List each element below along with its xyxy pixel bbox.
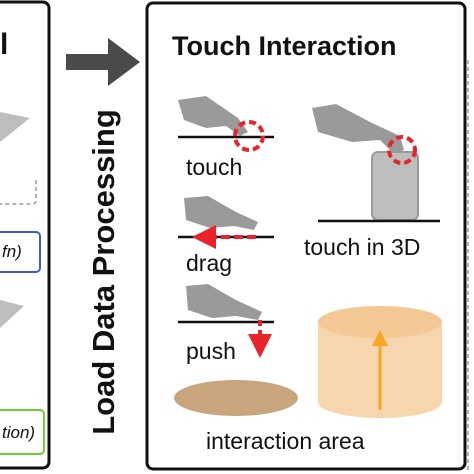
left-gray-wedge-mid bbox=[0, 300, 24, 328]
touch-3d-point-marker bbox=[387, 135, 417, 165]
touch-3d-label: touch in 3D bbox=[304, 234, 421, 260]
touch-panel-border bbox=[145, 1, 467, 471]
touch-3d-gesture bbox=[312, 104, 440, 223]
touch-panel-title: Touch Interaction bbox=[172, 31, 397, 61]
left-panel bbox=[0, 0, 51, 470]
interaction-area-disc bbox=[174, 380, 298, 416]
drag-label: drag bbox=[186, 250, 233, 276]
load-data-processing-label: Load Data Processing bbox=[86, 109, 121, 435]
hand-icon bbox=[186, 284, 262, 320]
left-gray-wedge-top bbox=[0, 112, 30, 142]
left-dashed-corner bbox=[0, 180, 37, 205]
push-label: push bbox=[186, 338, 236, 364]
left-blue-box-text: fn) bbox=[2, 242, 22, 261]
hand-icon bbox=[184, 196, 258, 230]
touch-label: touch bbox=[186, 154, 243, 180]
left-panel-border bbox=[0, 0, 51, 470]
left-green-box bbox=[0, 409, 45, 455]
touch-point-marker bbox=[233, 120, 265, 152]
hand-icon bbox=[312, 104, 404, 154]
left-blue-box bbox=[0, 231, 41, 273]
process-arrow-icon bbox=[66, 38, 140, 86]
touch-gesture bbox=[178, 96, 274, 152]
interaction-area bbox=[174, 306, 442, 418]
drag-gesture bbox=[178, 196, 274, 249]
hand-icon bbox=[178, 96, 248, 136]
interaction-up-arrowhead bbox=[372, 330, 388, 346]
left-panel-title-fragment: l bbox=[0, 28, 9, 61]
left-green-box-text: tion) bbox=[2, 423, 36, 442]
vertical-label-container: Load Data Processing bbox=[82, 92, 126, 452]
interaction-cylinder-top bbox=[318, 306, 442, 338]
interaction-area-label: interaction area bbox=[206, 428, 365, 454]
push-gesture bbox=[178, 284, 274, 358]
